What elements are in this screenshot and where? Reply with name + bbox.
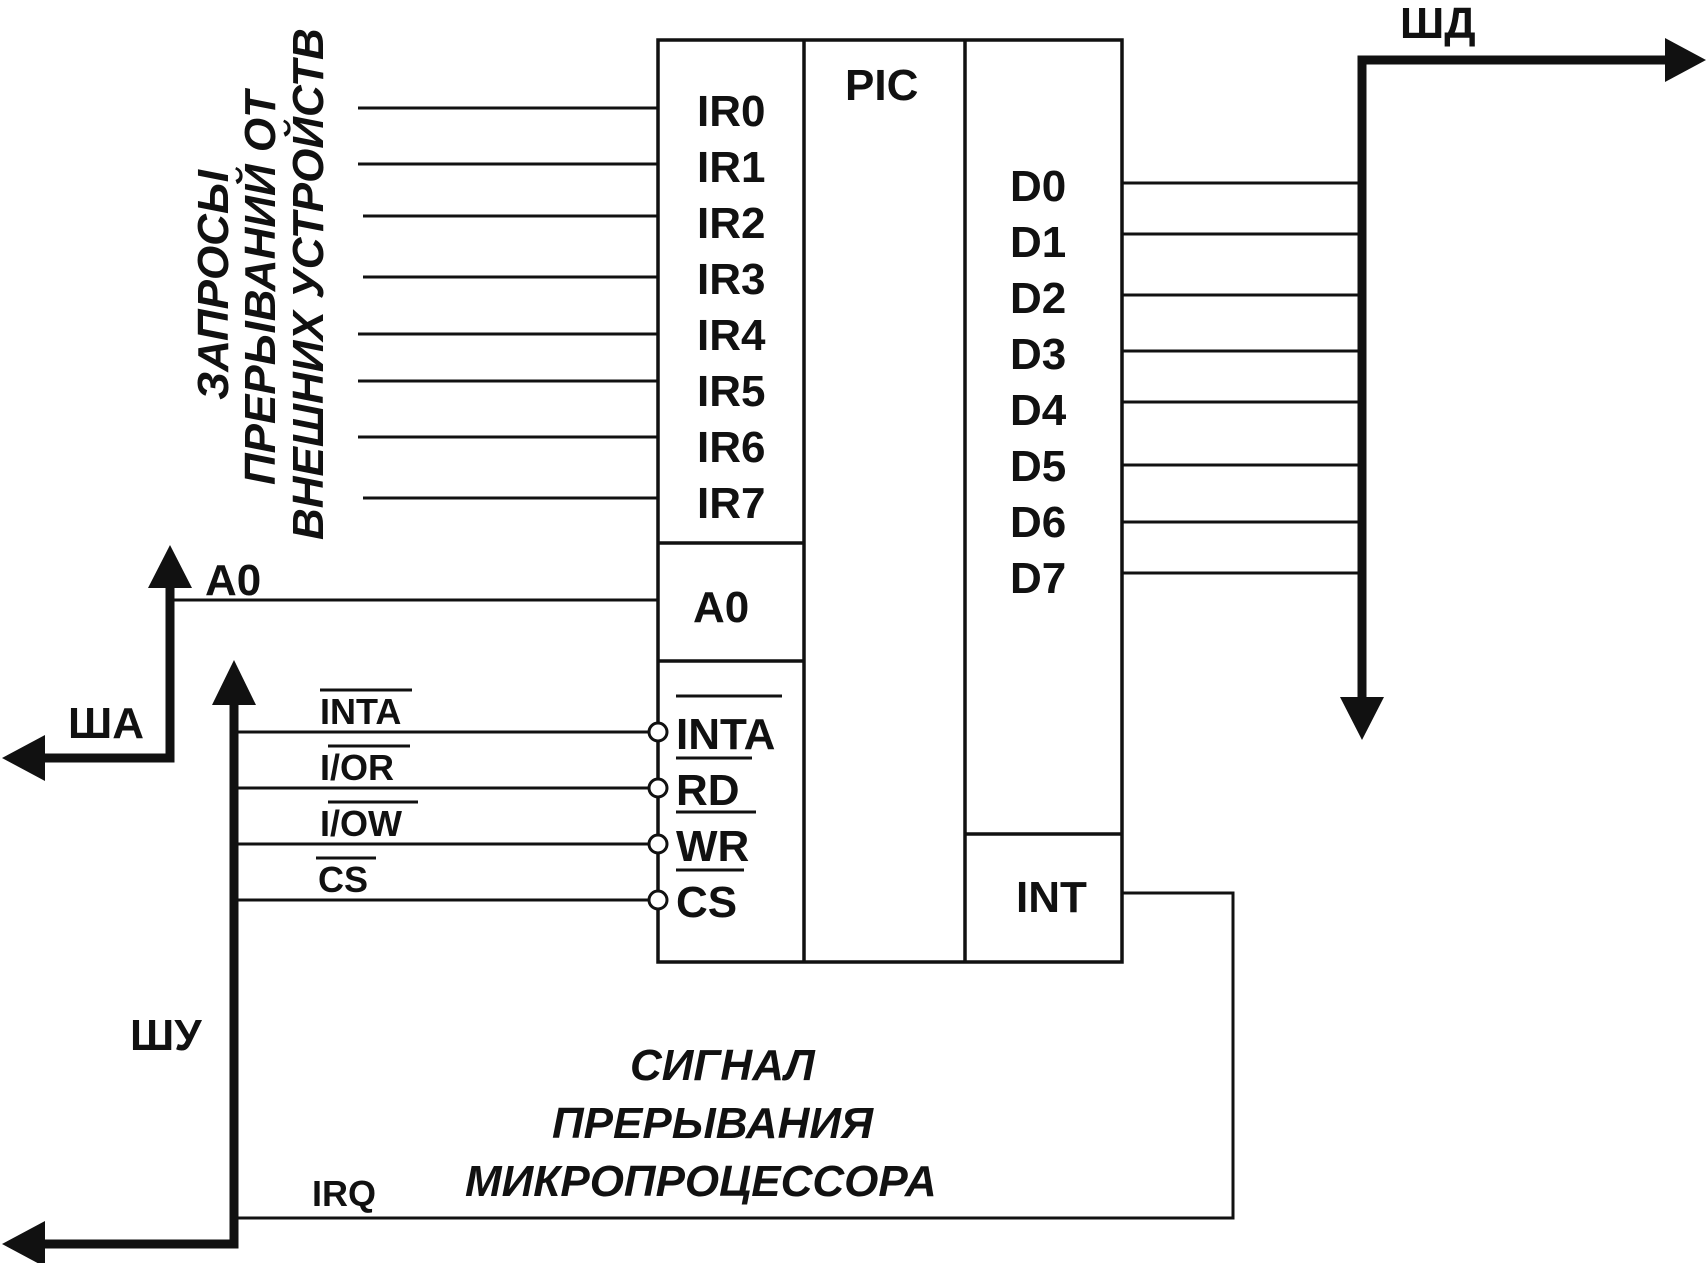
chip-name: PIC: [845, 61, 918, 110]
pin-ir0: IR0: [697, 87, 765, 136]
pin-d1: D1: [1010, 218, 1066, 267]
bottom-caption-line-2: ПРЕРЫВАНИЯ: [552, 1099, 874, 1148]
control-bus-left-arrow: [2, 1221, 45, 1263]
pin-rd: RD: [676, 766, 740, 815]
pin-inta: INTA: [676, 710, 775, 759]
data-pins: D0 D1 D2 D3 D4 D5 D6 D7: [1010, 162, 1067, 603]
inversion-bubble-inta: [647, 721, 669, 743]
interrupt-output: INT IRQ: [238, 873, 1235, 1220]
pin-d4: D4: [1010, 386, 1067, 435]
pin-ir3: IR3: [697, 255, 765, 304]
bottom-caption-line-3: МИКРОПРОЦЕССОРА: [465, 1157, 937, 1206]
pin-d3: D3: [1010, 330, 1066, 379]
data-bus-right-arrow: [1665, 38, 1706, 82]
pin-d2: D2: [1010, 274, 1066, 323]
bottom-caption-line-1: СИГНАЛ: [630, 1041, 816, 1090]
address-bus-label: ША: [68, 699, 144, 748]
control-bus-up-arrow: [212, 660, 256, 705]
signal-cs-label: CS: [318, 859, 368, 900]
pin-d7: D7: [1010, 554, 1066, 603]
pin-ir7: IR7: [697, 479, 765, 528]
pin-d0: D0: [1010, 162, 1066, 211]
data-bus: ШД: [1340, 0, 1706, 740]
chip-control-pins: INTA RD WR CS: [676, 694, 782, 927]
pin-ir6: IR6: [697, 423, 765, 472]
data-wires: [1122, 181, 1362, 575]
pin-a0: A0: [693, 583, 749, 632]
data-bus-line: [1357, 55, 1668, 700]
pin-wr: WR: [676, 822, 749, 871]
bus-control-signal-labels: INTA I/OR I/OW CS: [316, 688, 418, 900]
wire-int-irq: [238, 891, 1235, 1220]
caption-line-1: ЗАПРОСЫ: [189, 169, 238, 400]
data-bus-label: ШД: [1400, 0, 1476, 48]
pin-d6: D6: [1010, 498, 1066, 547]
inversion-bubble-rd: [647, 777, 669, 799]
pin-ir2: IR2: [697, 199, 765, 248]
pin-ir4: IR4: [697, 311, 766, 360]
address-bus: ША: [2, 545, 192, 781]
address-bus-left-arrow: [2, 735, 45, 781]
signal-iow-label: I/OW: [320, 803, 402, 844]
pin-cs: CS: [676, 878, 737, 927]
pin-ir1: IR1: [697, 143, 765, 192]
data-bus-down-arrow: [1340, 697, 1384, 740]
inversion-bubble-wr: [647, 833, 669, 855]
control-bus-label: ШУ: [130, 1011, 202, 1060]
pin-ir5: IR5: [697, 367, 765, 416]
ir-input-wires: [358, 106, 658, 500]
a0-section: A0 A0: [170, 556, 749, 632]
interrupt-requests-caption: ЗАПРОСЫ ПРЕРЫВАНИЙ ОТ ВНЕШНИХ УСТРОЙСТВ: [189, 28, 333, 540]
signal-inta-label: INTA: [320, 691, 401, 732]
pin-int: INT: [1016, 873, 1087, 922]
chip-outline: [656, 38, 1124, 964]
pic-chip: PIC: [656, 38, 1124, 964]
caption-line-3: ВНЕШНИХ УСТРОЙСТВ: [282, 28, 333, 540]
control-bus: ШУ: [2, 660, 256, 1263]
signal-ior-label: I/OR: [320, 747, 394, 788]
address-bus-up-arrow: [148, 545, 192, 588]
ir-pins: IR0 IR1 IR2 IR3 IR4 IR5 IR6 IR7: [697, 87, 766, 528]
address-signal-label: A0: [205, 556, 261, 605]
control-bus-line: [40, 700, 239, 1249]
caption-line-2: ПРЕРЫВАНИЙ ОТ: [234, 88, 285, 485]
pin-d5: D5: [1010, 442, 1066, 491]
interrupt-signal-caption: СИГНАЛ ПРЕРЫВАНИЯ МИКРОПРОЦЕССОРА: [465, 1041, 937, 1206]
irq-label: IRQ: [312, 1173, 376, 1214]
control-signal-wires: [234, 721, 669, 911]
inversion-bubble-cs: [647, 889, 669, 911]
address-bus-line: [40, 580, 175, 763]
